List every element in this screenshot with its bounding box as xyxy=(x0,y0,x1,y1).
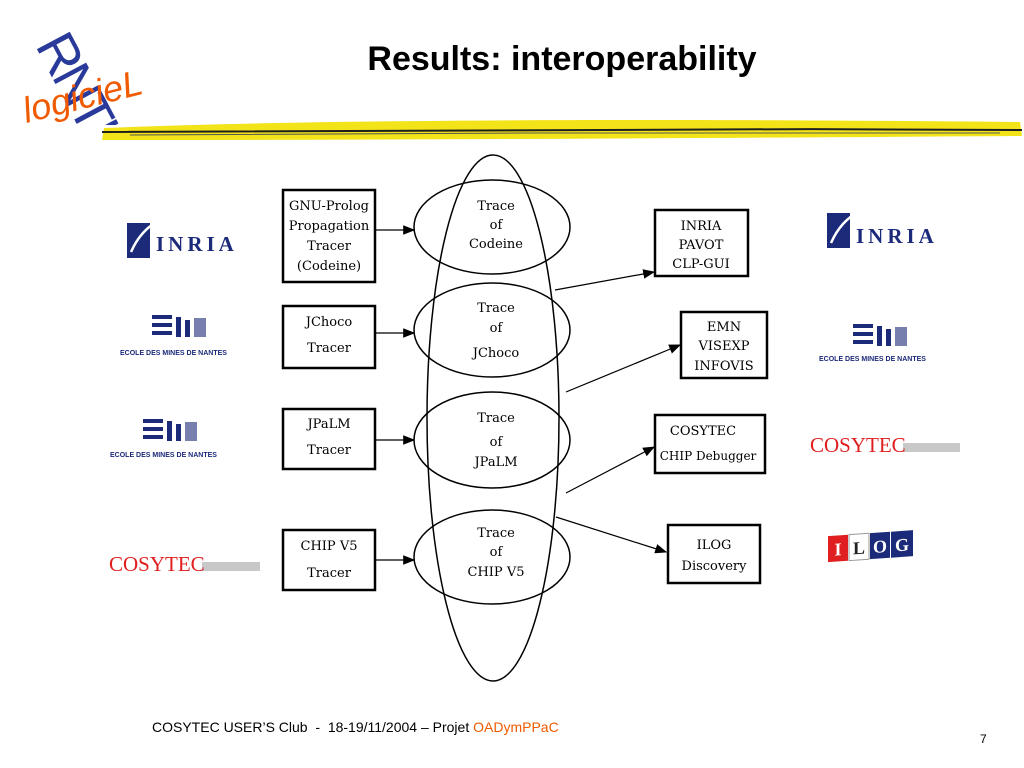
tool-label-line: EMN xyxy=(707,320,741,335)
emn-emblem-icon xyxy=(152,315,206,337)
trace-label-line: Codeine xyxy=(469,237,523,252)
inria-wordmark: INRIA xyxy=(156,232,238,256)
tool-label-line: Discovery xyxy=(682,559,748,574)
emn-wordmark: ECOLE DES MINES DE NANTES xyxy=(110,452,217,459)
ilog-letter: I xyxy=(834,539,841,559)
footer-text: COSYTEC USER’S Club - 18-19/11/2004 – Pr… xyxy=(152,719,474,735)
tracer-label-line: Tracer xyxy=(307,341,352,356)
tracer-label-line: Propagation xyxy=(289,219,370,234)
tracer-box-chipv5 xyxy=(281,528,377,592)
tracer-label-line: JPaLM xyxy=(305,417,350,432)
trace-label-line: of xyxy=(490,545,504,560)
slide-footer: COSYTEC USER’S Club - 18-19/11/2004 – Pr… xyxy=(152,719,559,735)
ilog-letter: O xyxy=(873,536,887,557)
trace-label-line: of xyxy=(490,321,504,336)
footer-project: OADymPPaC xyxy=(473,719,559,735)
inria-wordmark: INRIA xyxy=(856,224,938,248)
tracer-label-line: Tracer xyxy=(307,239,352,254)
tool-box-emn-visexp xyxy=(679,310,769,380)
inria-swoosh-icon xyxy=(829,209,861,244)
cosytec-logo-right: COSYTEC xyxy=(810,433,960,457)
trace-label-line: of xyxy=(490,218,504,233)
arrow-trace-to-tool xyxy=(554,269,656,291)
tool-box-ilog-discovery xyxy=(666,523,762,585)
cosytec-bar xyxy=(202,562,260,571)
trace-bus-ellipse xyxy=(426,154,560,682)
trace-label-line: Trace xyxy=(477,301,515,316)
ilog-letter: L xyxy=(853,538,865,559)
tool-label-line: INRIA xyxy=(681,219,722,234)
arrow-trace-to-tool xyxy=(555,516,668,554)
trace-label-line: JChoco xyxy=(471,346,520,361)
cosytec-wordmark: COSYTEC xyxy=(810,433,906,457)
tool-label-line: PAVOT xyxy=(679,238,724,253)
tool-label-line: INFOVIS xyxy=(694,359,753,374)
tool-label-line: COSYTEC xyxy=(670,424,736,439)
slide-title: Results: interoperability xyxy=(367,40,757,78)
trace-label-line: Trace xyxy=(477,199,515,214)
tracer-label-line: GNU-Prolog xyxy=(289,199,369,214)
emn-wordmark: ECOLE DES MINES DE NANTES xyxy=(819,356,926,363)
tracer-box-gnuprolog xyxy=(281,188,377,284)
tracer-label-line: JChoco xyxy=(304,315,353,330)
tracer-box-jchoco xyxy=(281,304,377,370)
tracer-label-line: CHIP V5 xyxy=(301,539,358,554)
trace-label-line: Trace xyxy=(477,411,515,426)
trace-label-line: of xyxy=(490,435,504,450)
tracer-label-line: (Codeine) xyxy=(297,259,361,274)
tracer-box-jpalm xyxy=(281,407,377,471)
tool-label-line: CLP-GUI xyxy=(672,257,729,272)
emn-logo-right: ECOLE DES MINES DE NANTES xyxy=(819,324,926,363)
emn-logo-left-1: ECOLE DES MINES DE NANTES xyxy=(120,315,227,357)
emn-emblem-icon xyxy=(143,419,197,441)
tool-box-inria-pavot xyxy=(653,208,750,278)
trace-label-line: Trace xyxy=(477,526,515,541)
tracer-label-line: Tracer xyxy=(307,443,352,458)
cosytec-wordmark: COSYTEC xyxy=(109,552,205,576)
trace-label-line: JPaLM xyxy=(472,455,517,470)
page-number: 7 xyxy=(980,732,987,746)
inria-logo-right: INRIA xyxy=(827,209,938,248)
arrow-trace-to-tool xyxy=(565,344,682,393)
tool-label-line: ILOG xyxy=(697,538,732,553)
arrow-trace-to-tool xyxy=(565,446,656,494)
rntl-logo: RNTL logicieL xyxy=(18,23,146,125)
inria-logo-left: INRIA xyxy=(127,218,238,258)
tracer-label-line: Tracer xyxy=(307,566,352,581)
tool-box-cosytec-chip xyxy=(653,413,767,475)
cosytec-bar xyxy=(903,443,960,452)
ilog-logo: I L O G xyxy=(828,530,913,563)
tool-label-line: CHIP Debugger xyxy=(660,449,757,463)
emn-emblem-icon xyxy=(853,324,907,346)
trace-label-line: CHIP V5 xyxy=(468,565,525,580)
title-underline xyxy=(101,120,1023,140)
inria-swoosh-icon xyxy=(129,218,161,253)
tool-label-line: VISEXP xyxy=(698,339,750,354)
cosytec-logo-left: COSYTEC xyxy=(109,552,260,576)
emn-logo-left-2: ECOLE DES MINES DE NANTES xyxy=(110,419,217,459)
emn-wordmark: ECOLE DES MINES DE NANTES xyxy=(120,350,227,357)
ilog-letter: G xyxy=(895,534,909,555)
